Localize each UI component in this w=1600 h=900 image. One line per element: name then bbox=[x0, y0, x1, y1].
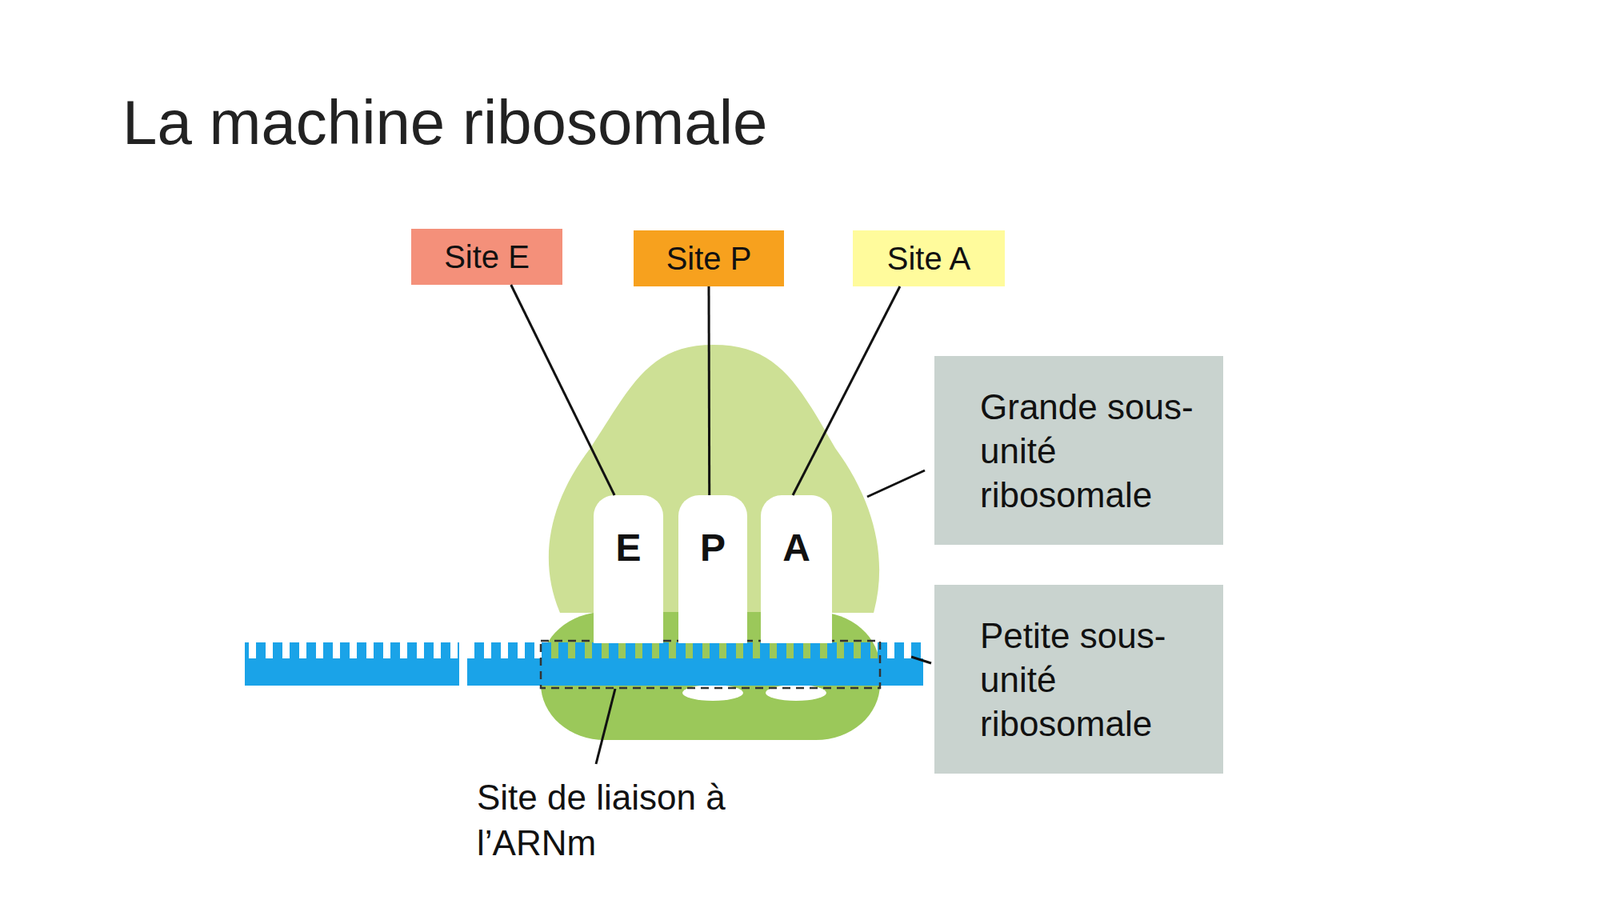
callout-box: Grande sous-unité ribosomale bbox=[934, 356, 1224, 545]
site-letter: P bbox=[678, 527, 748, 570]
leader-connector bbox=[708, 286, 711, 496]
site-tag: Site P bbox=[633, 230, 784, 287]
node-text: Site E bbox=[417, 239, 556, 275]
node-text: Petite sous-unité ribosomale bbox=[980, 613, 1208, 746]
site-tag: Site E bbox=[411, 228, 563, 285]
leader-connector bbox=[792, 286, 900, 496]
site-letter: A bbox=[760, 527, 832, 570]
ribosome-site-slot: E bbox=[593, 495, 664, 644]
node-text: Site P bbox=[640, 240, 778, 276]
connector-line bbox=[708, 286, 712, 496]
site-letter: E bbox=[593, 527, 664, 570]
leader-line bbox=[596, 688, 616, 764]
callout-label: Site de liaison à l’ARNm bbox=[476, 774, 813, 866]
connector-line bbox=[792, 286, 900, 496]
connector-line bbox=[511, 284, 615, 496]
ribosome-site-slot: P bbox=[678, 495, 748, 644]
node-text: Site A bbox=[859, 240, 999, 276]
callout-box: Petite sous-unité ribosomale bbox=[934, 584, 1224, 774]
leader-line bbox=[911, 656, 932, 664]
site-tag: Site A bbox=[852, 230, 1005, 287]
binding-site-outline bbox=[540, 640, 880, 688]
slide-title: La machine ribosomale bbox=[122, 86, 768, 160]
leader-connector bbox=[511, 284, 615, 496]
ribosome-site-slot: A bbox=[760, 495, 832, 644]
node-text: Grande sous-unité ribosomale bbox=[980, 384, 1208, 517]
mrna-strand bbox=[244, 642, 924, 686]
leader-line bbox=[867, 470, 925, 497]
